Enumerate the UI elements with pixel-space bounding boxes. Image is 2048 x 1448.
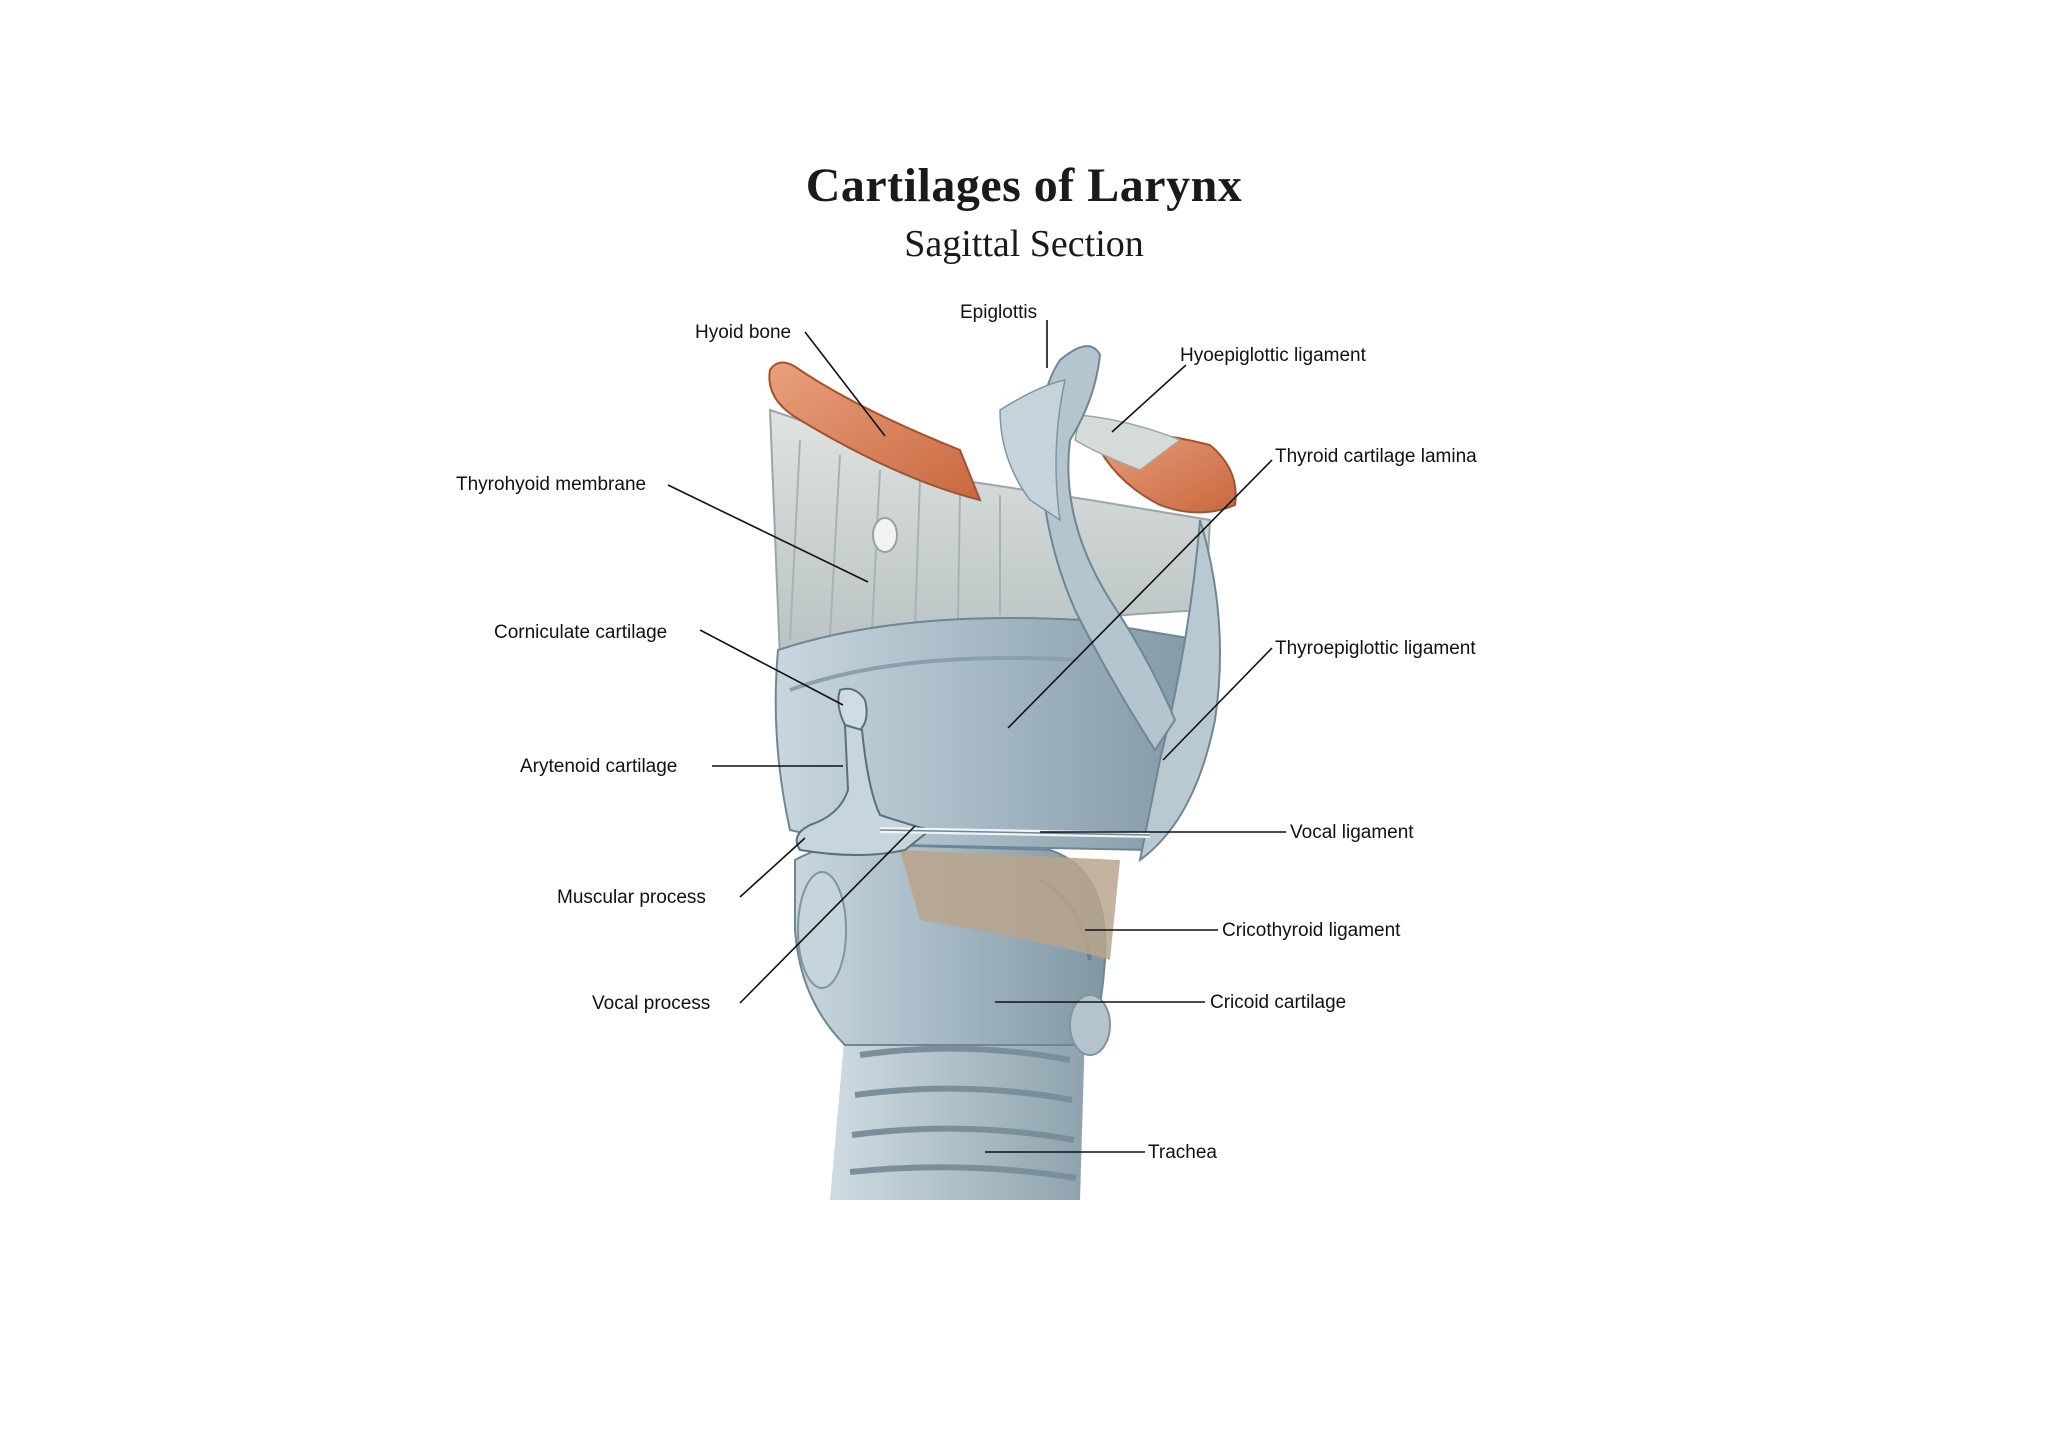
label-hyoid-bone: Hyoid bone: [695, 322, 791, 343]
lamina-ridge: [789, 656, 1081, 692]
hyoid-bone-shape: [768, 361, 982, 502]
leader-thyrohyoid-membrane: [667, 484, 869, 583]
leader-corniculate-cartilage: [699, 629, 844, 706]
leader-thyroid-cartilage-lamina: [1007, 459, 1273, 729]
epiglottis-fold: [999, 379, 1066, 522]
cricothyroid-ligament-shape: [900, 850, 1120, 960]
label-thyroepiglottic-ligament: Thyroepiglottic ligament: [1275, 638, 1476, 659]
label-cricothyroid-ligament: Cricothyroid ligament: [1222, 920, 1401, 941]
label-vocal-ligament: Vocal ligament: [1290, 822, 1414, 843]
diagram-title: Cartilages of Larynx: [805, 159, 1243, 212]
label-trachea: Trachea: [1148, 1142, 1217, 1163]
label-thyroid-cartilage-lamina: Thyroid cartilage lamina: [1275, 446, 1477, 467]
leader-lines: [667, 320, 1286, 1153]
membrane-foramen: [872, 517, 898, 553]
leader-hyoepiglottic-ligament: [1111, 364, 1187, 433]
leader-vocal-process: [739, 825, 916, 1004]
label-vocal-process: Vocal process: [592, 993, 710, 1014]
vocal-ligament-outline: [879, 829, 1151, 836]
trachea-shape: [830, 1030, 1085, 1200]
membrane-fibers: [789, 439, 1001, 641]
label-muscular-process: Muscular process: [557, 887, 706, 908]
label-epiglottis: Epiglottis: [960, 302, 1037, 323]
label-cricoid-cartilage: Cricoid cartilage: [1210, 992, 1346, 1013]
leader-hyoid-bone: [804, 331, 886, 437]
thyroid-anterior-edge: [1138, 519, 1221, 863]
diagram-subtitle: Sagittal Section: [904, 223, 1144, 265]
label-hyoepiglottic-ligament: Hyoepiglottic ligament: [1180, 345, 1367, 366]
label-thyrohyoid-membrane: Thyrohyoid membrane: [456, 474, 646, 495]
arytenoid-cartilage-shape: [795, 723, 933, 856]
leader-thyroepiglottic-ligament: [1162, 647, 1273, 761]
hyoepiglottic-ligament-shape: [1074, 414, 1182, 471]
label-corniculate-cartilage: Corniculate cartilage: [494, 622, 667, 643]
corniculate-cartilage-shape: [837, 687, 868, 732]
leader-muscular-process: [739, 837, 806, 898]
label-arytenoid-cartilage: Arytenoid cartilage: [520, 756, 677, 777]
